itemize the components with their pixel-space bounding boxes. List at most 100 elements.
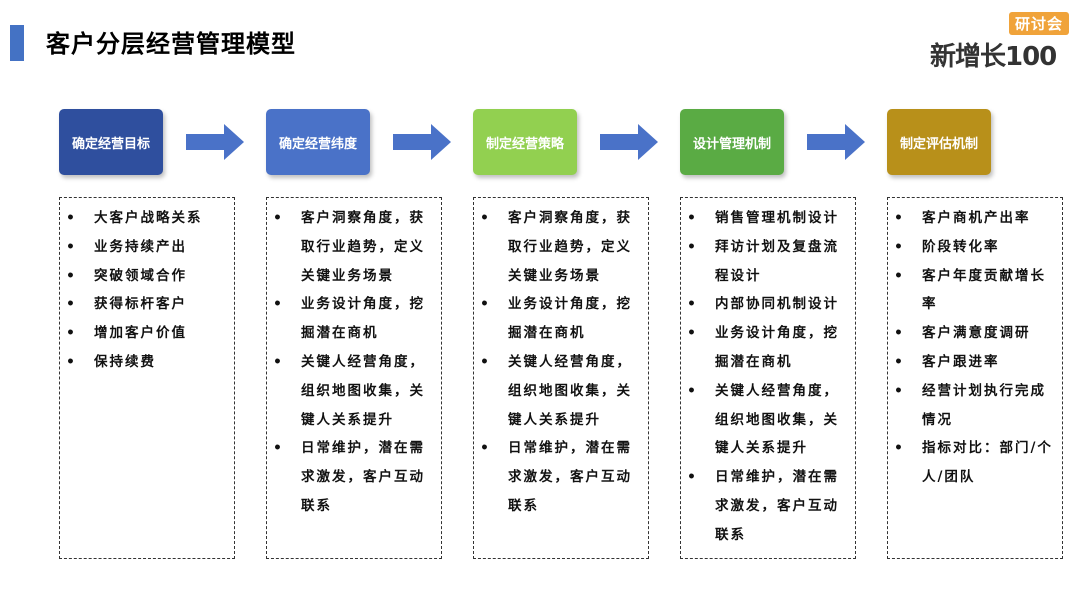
stage-1-details: • 大客户战略关系 • 业务持续产出 • 突破领域合作 • 获得标杆客户 • 增加客户价值 • 保持续…	[59, 197, 235, 559]
list-item-text: 客户跟进率	[922, 353, 1000, 370]
list-item-text: 保持续费	[94, 353, 156, 370]
bullet-icon: •	[480, 440, 491, 457]
list-item-text: 增加客户价值	[94, 325, 187, 342]
list-item-text: 业务设计角度，挖掘潜在商机	[301, 296, 425, 342]
list-item: • 关键人经营角度，组织地图收集，关键人关系提升	[474, 348, 642, 434]
bullet-icon: •	[687, 469, 698, 486]
list-item-text: 关键人经营角度，组织地图收集，关键人关系提升	[301, 353, 425, 428]
list-item: • 突破领域合作	[60, 262, 228, 291]
list-item-text: 客户年度贡献增长率	[922, 267, 1046, 313]
bullet-icon: •	[273, 296, 284, 313]
stage-4-details: • 销售管理机制设计 • 拜访计划及复盘流程设计 • 内部协同机制设计 • 业务设计角度，挖掘…	[680, 197, 856, 559]
list-item: • 客户跟进率	[888, 348, 1056, 377]
list-item-text: 突破领域合作	[94, 267, 187, 284]
list-item-text: 关键人经营角度，组织地图收集，关键人关系提升	[715, 382, 839, 457]
bullet-icon: •	[894, 210, 905, 226]
list-item: • 客户洞察角度，获取行业趋势，定义关键业务场景	[267, 204, 435, 290]
list-item-text: 销售管理机制设计	[715, 210, 839, 226]
bullet-icon: •	[687, 210, 698, 226]
bullet-icon: •	[894, 353, 905, 370]
list-item: • 客户商机产出率	[888, 204, 1056, 233]
list-item: • 销售管理机制设计	[681, 204, 849, 233]
stage-2: 确定经营纬度	[266, 109, 370, 175]
list-item: • 业务设计角度，挖掘潜在商机	[267, 290, 435, 348]
list-item: • 客户满意度调研	[888, 319, 1056, 348]
list-item-text: 大客户战略关系	[94, 210, 203, 226]
bullet-icon: •	[66, 210, 77, 226]
list-item-text: 客户商机产出率	[922, 210, 1031, 226]
list-item-text: 日常维护，潜在需求激发，客户互动联系	[715, 469, 839, 543]
list-item-text: 客户洞察角度，获取行业趋势，定义关键业务场景	[301, 210, 425, 284]
stage-5-details: • 客户商机产出率 • 阶段转化率 • 客户年度贡献增长率 • 客户满意度调研 • 客户跟进率 • 经…	[887, 197, 1063, 559]
list-item-text: 指标对比：部门/个人/团队	[922, 440, 1053, 486]
bullet-icon: •	[480, 210, 491, 226]
bullet-icon: •	[687, 382, 698, 399]
stage-4: 设计管理机制	[680, 109, 784, 175]
bullet-icon: •	[894, 382, 905, 399]
list-item-text: 客户满意度调研	[922, 325, 1031, 342]
list-item: • 关键人经营角度，组织地图收集，关键人关系提升	[267, 348, 435, 434]
list-item: • 经营计划执行完成情况	[888, 377, 1056, 435]
bullet-icon: •	[66, 238, 77, 255]
logo-badge: 研讨会	[1008, 12, 1069, 35]
list-item: • 业务设计角度，挖掘潜在商机	[681, 319, 849, 377]
stage-1: 确定经营目标	[59, 109, 163, 175]
list-item-text: 获得标杆客户	[94, 296, 187, 313]
list-item: • 大客户战略关系	[60, 204, 228, 233]
bullet-icon: •	[273, 440, 284, 457]
bullet-icon: •	[894, 325, 905, 342]
bullet-icon: •	[894, 238, 905, 255]
right-arrow-icon	[807, 124, 865, 160]
bullet-icon: •	[273, 210, 284, 226]
list-item-text: 业务设计角度，挖掘潜在商机	[508, 296, 632, 342]
logo-text: 新增长100	[930, 42, 1057, 72]
bullet-icon: •	[480, 296, 491, 313]
list-item-text: 日常维护，潜在需求激发，客户互动联系	[508, 440, 632, 514]
title-accent-bar	[10, 25, 24, 61]
stage-5: 制定评估机制	[887, 109, 991, 175]
list-item-text: 客户洞察角度，获取行业趋势，定义关键业务场景	[508, 210, 632, 284]
right-arrow-icon	[393, 124, 451, 160]
list-item: • 客户年度贡献增长率	[888, 262, 1056, 320]
bullet-icon: •	[66, 353, 77, 370]
stage-3: 制定经营策略	[473, 109, 577, 175]
list-item-text: 拜访计划及复盘流程设计	[715, 238, 839, 284]
bullet-icon: •	[894, 440, 905, 457]
bullet-icon: •	[894, 267, 905, 284]
bullet-icon: •	[66, 296, 77, 313]
bullet-icon: •	[687, 296, 698, 313]
stage-2-details: • 客户洞察角度，获取行业趋势，定义关键业务场景 • 业务设计角度，挖掘潜在商机 • 关键…	[266, 197, 442, 559]
bullet-icon: •	[273, 353, 284, 370]
list-item-text: 关键人经营角度，组织地图收集，关键人关系提升	[508, 353, 632, 428]
list-item: • 业务持续产出	[60, 233, 228, 262]
list-item: • 增加客户价值	[60, 319, 228, 348]
list-item: • 拜访计划及复盘流程设计	[681, 233, 849, 291]
list-item-text: 阶段转化率	[922, 238, 1000, 255]
list-item: • 关键人经营角度，组织地图收集，关键人关系提升	[681, 377, 849, 463]
list-item-text: 经营计划执行完成情况	[922, 382, 1046, 428]
list-item: • 指标对比：部门/个人/团队	[888, 434, 1056, 492]
list-item-text: 业务设计角度，挖掘潜在商机	[715, 325, 839, 370]
list-item-text: 日常维护，潜在需求激发，客户互动联系	[301, 440, 425, 514]
logo: 研讨会 新增长100	[928, 8, 1073, 72]
list-item: • 日常维护，潜在需求激发，客户互动联系	[474, 434, 642, 520]
list-item: • 获得标杆客户	[60, 290, 228, 319]
bullet-icon: •	[66, 267, 77, 284]
bullet-icon: •	[687, 325, 698, 342]
list-item: • 内部协同机制设计	[681, 290, 849, 319]
list-item: • 保持续费	[60, 348, 228, 377]
right-arrow-icon	[186, 124, 244, 160]
list-item-text: 业务持续产出	[94, 238, 187, 255]
bullet-icon: •	[480, 353, 491, 370]
list-item: • 日常维护，潜在需求激发，客户互动联系	[681, 463, 849, 549]
list-item: • 日常维护，潜在需求激发，客户互动联系	[267, 434, 435, 520]
list-item-text: 内部协同机制设计	[715, 296, 839, 313]
list-item: • 业务设计角度，挖掘潜在商机	[474, 290, 642, 348]
list-item: • 客户洞察角度，获取行业趋势，定义关键业务场景	[474, 204, 642, 290]
page-title: 客户分层经营管理模型	[46, 30, 296, 58]
bullet-icon: •	[66, 325, 77, 342]
bullet-icon: •	[687, 238, 698, 255]
stage-3-details: • 客户洞察角度，获取行业趋势，定义关键业务场景 • 业务设计角度，挖掘潜在商机 • 关键…	[473, 197, 649, 559]
right-arrow-icon	[600, 124, 658, 160]
list-item: • 阶段转化率	[888, 233, 1056, 262]
